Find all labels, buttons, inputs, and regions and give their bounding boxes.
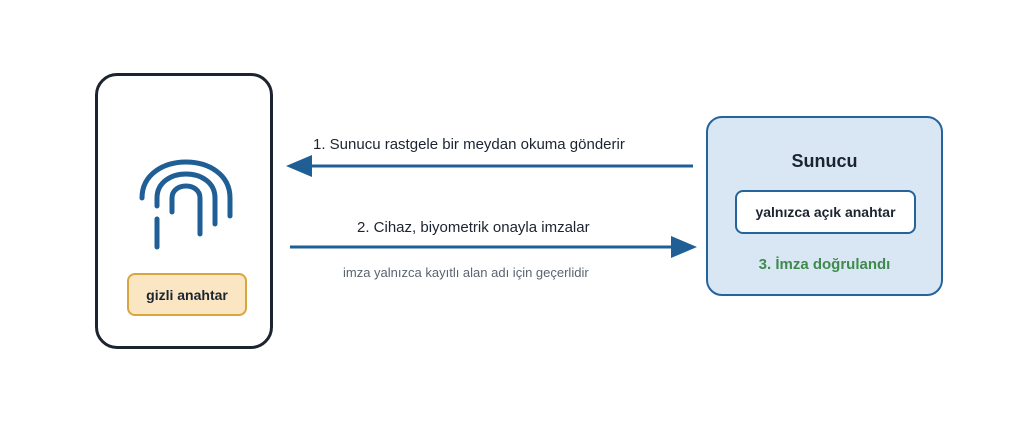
domain-scope-note: imza yalnızca kayıtlı alan adı için geçe… bbox=[343, 265, 589, 280]
device-card: gizli anahtar bbox=[95, 73, 273, 349]
private-key-badge: gizli anahtar bbox=[127, 273, 247, 316]
fingerprint-icon bbox=[139, 159, 233, 250]
challenge-arrow bbox=[286, 155, 693, 177]
step-1-label: 1. Sunucu rastgele bir meydan okuma gönd… bbox=[313, 136, 625, 153]
server-title: Sunucu bbox=[791, 151, 858, 171]
step-2-label: 2. Cihaz, biyometrik onayla imzalar bbox=[357, 219, 590, 236]
signature-verified-label: 3. İmza doğrulandı bbox=[758, 256, 891, 273]
server-card: Sunucu yalnızca açık anahtar 3. İmza doğ… bbox=[706, 116, 943, 296]
public-key-badge: yalnızca açık anahtar bbox=[735, 190, 916, 234]
signature-arrow bbox=[290, 236, 697, 258]
